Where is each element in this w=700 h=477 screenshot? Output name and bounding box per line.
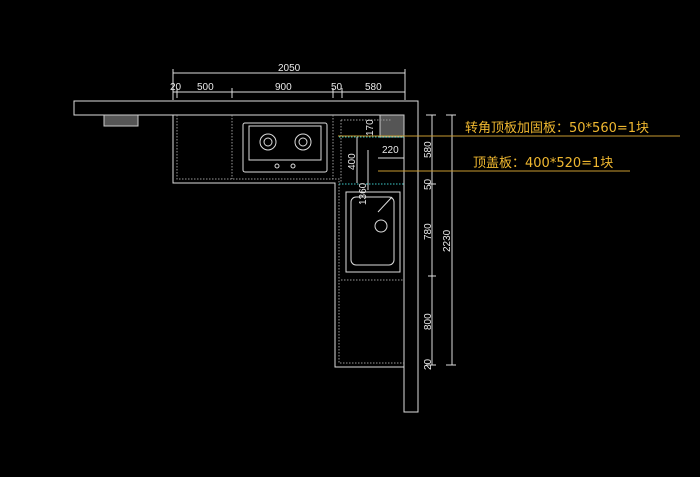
cabinet-inner [176, 115, 404, 364]
dimension-lines [172, 69, 456, 366]
dim-r800: 800 [423, 313, 434, 330]
dim-2230: 2230 [442, 229, 453, 252]
dim-r580: 580 [423, 141, 434, 158]
cabinet-outline [172, 115, 404, 368]
dim-170: 170 [365, 119, 376, 136]
note-top-cover: 顶盖板：400*520=1块 [473, 156, 613, 171]
hidden-lines [339, 136, 404, 185]
countertop-outline [73, 100, 419, 413]
dim-r780: 780 [423, 223, 434, 240]
dim-r20: 20 [423, 358, 434, 370]
dim-220: 220 [382, 145, 399, 156]
dim-1360: 1360 [358, 182, 369, 205]
hatched-block-right [379, 114, 405, 138]
hatched-block-left [103, 114, 139, 127]
dim-20: 20 [170, 82, 182, 93]
stove-icon [242, 122, 328, 173]
dim-900: 900 [275, 82, 292, 93]
dim-r50: 50 [423, 178, 434, 190]
note-corner-board: 转角顶板加固板：50*560=1块 [465, 121, 649, 136]
dim-580: 580 [365, 82, 382, 93]
sink-icon [345, 191, 401, 273]
dim-2050: 2050 [278, 63, 301, 74]
dim-50: 50 [331, 82, 343, 93]
dim-500: 500 [197, 82, 214, 93]
dim-400: 400 [347, 153, 358, 170]
